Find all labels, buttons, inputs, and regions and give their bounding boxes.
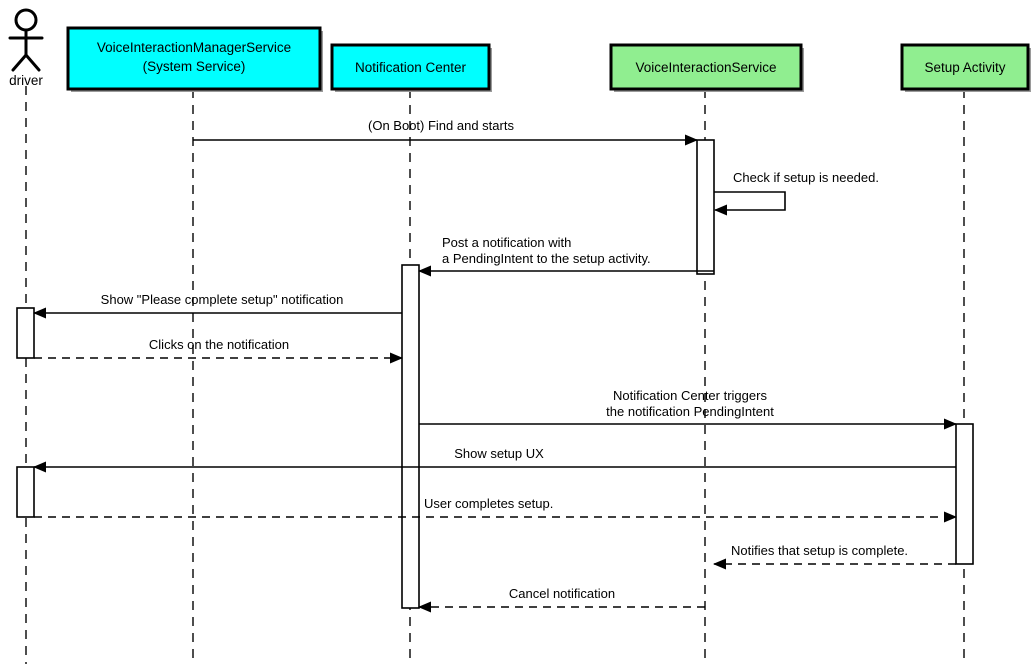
participant-box-vims[interactable] <box>66 26 322 91</box>
message-msg-1[interactable]: (On Boot) Find and starts <box>193 118 698 146</box>
participant-label-vims-line1: VoiceInteractionManagerService <box>97 40 291 55</box>
participant-vims[interactable]: VoiceInteractionManagerService (System Se… <box>66 26 323 92</box>
participant-notification-center[interactable]: Notification Center <box>330 43 492 92</box>
actor-leg-left-icon <box>11 53 28 72</box>
message-label-msg-6-line2: the notification PendingIntent <box>606 404 774 419</box>
participant-box-setup-activity[interactable] <box>900 43 1030 91</box>
participant-label-vims-line2: (System Service) <box>143 59 246 74</box>
participant-label-setup-activity: Setup Activity <box>924 60 1005 75</box>
activation-bar-setup-activity <box>955 423 974 565</box>
activations-layer <box>16 139 974 609</box>
message-label-msg-10: Cancel notification <box>509 586 615 601</box>
message-label-msg-1: (On Boot) Find and starts <box>368 118 514 133</box>
participant-vis[interactable]: VoiceInteractionService <box>609 43 804 92</box>
message-msg-8[interactable]: User completes setup. <box>34 496 957 523</box>
message-arrow-msg-2 <box>714 191 786 216</box>
message-label-msg-7: Show setup UX <box>454 446 544 461</box>
participant-driver[interactable]: driver <box>8 8 44 88</box>
activation-bar-vis <box>696 139 715 275</box>
message-msg-5[interactable]: Clicks on the notification <box>34 337 403 364</box>
message-label-msg-3-line2: a PendingIntent to the setup activity. <box>442 251 651 266</box>
participant-setup-activity[interactable]: Setup Activity <box>900 43 1031 92</box>
lifelines-layer <box>25 86 965 664</box>
actor-head-icon <box>14 8 38 32</box>
actor-leg-right-icon <box>24 53 41 72</box>
message-msg-2[interactable]: Check if setup is needed. <box>714 170 879 216</box>
participant-box-vis[interactable] <box>609 43 803 91</box>
activation-bar-driver <box>16 466 35 518</box>
message-label-msg-5: Clicks on the notification <box>149 337 289 352</box>
message-msg-7[interactable]: Show setup UX <box>33 446 956 473</box>
participant-label-notification-center: Notification Center <box>355 60 467 75</box>
participant-label-driver: driver <box>9 73 43 88</box>
message-label-msg-2: Check if setup is needed. <box>733 170 879 185</box>
message-msg-10[interactable]: Cancel notification <box>418 586 705 613</box>
message-label-msg-8: User completes setup. <box>424 496 553 511</box>
message-msg-9[interactable]: Notifies that setup is complete. <box>713 543 956 570</box>
message-label-msg-3-line1: Post a notification with <box>442 235 571 250</box>
activation-bar-notification-center <box>401 264 420 609</box>
message-label-msg-6-line1: Notification Center triggers <box>613 388 767 403</box>
participant-label-vis: VoiceInteractionService <box>635 60 776 75</box>
message-label-msg-9: Notifies that setup is complete. <box>731 543 908 558</box>
participants-layer: driver VoiceInteractionManagerService (Sys… <box>8 8 1031 92</box>
message-msg-4[interactable]: Show "Please complete setup" notificatio… <box>33 292 402 319</box>
activation-bar-driver <box>16 307 35 359</box>
participant-box-notification-center[interactable] <box>330 43 491 91</box>
message-label-msg-4: Show "Please complete setup" notificatio… <box>101 292 344 307</box>
